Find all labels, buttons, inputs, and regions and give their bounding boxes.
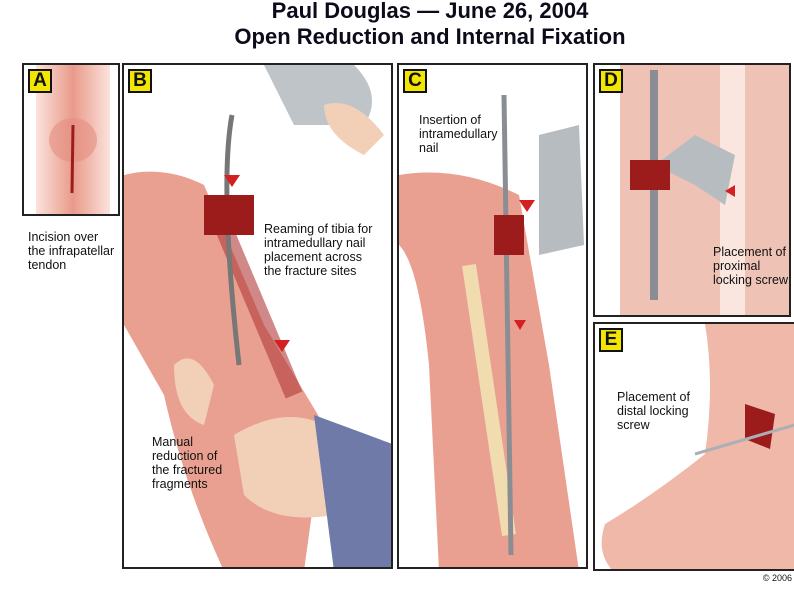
panel-d: D Placement of proximal locking screw bbox=[593, 63, 791, 317]
copyright: © 2006 bbox=[762, 573, 792, 583]
label-manual-reduction: Manual reduction of the fractured fragme… bbox=[152, 435, 223, 491]
nail-insertion-illustration bbox=[399, 94, 584, 567]
badge-c: C bbox=[403, 69, 427, 93]
label-distal-screw: Placement of distal locking screw bbox=[617, 390, 690, 432]
badge-e: E bbox=[599, 328, 623, 352]
proximal-screw-illustration bbox=[595, 65, 789, 315]
title-line-2: Open Reduction and Internal Fixation bbox=[234, 24, 626, 49]
panel-e: E Placement of distal locking screw bbox=[593, 322, 794, 571]
label-incision: Incision over the infrapatellar tendon bbox=[28, 230, 115, 272]
title-line-1: Paul Douglas — June 26, 2004 bbox=[271, 0, 589, 23]
reaming-illustration bbox=[124, 65, 391, 567]
badge-d: D bbox=[599, 69, 623, 93]
badge-a: A bbox=[28, 69, 52, 93]
panel-a: A bbox=[22, 63, 120, 216]
label-proximal-screw: Placement of proximal locking screw bbox=[713, 245, 789, 287]
knee-incision-illustration bbox=[36, 65, 110, 214]
badge-b: B bbox=[128, 69, 152, 93]
label-nail-insertion: Insertion of intramedullary nail bbox=[419, 113, 498, 155]
panel-c: C Insertion of intramedullary nail bbox=[397, 63, 588, 569]
label-reaming: Reaming of tibia for intramedullary nail… bbox=[264, 222, 373, 278]
distal-screw-illustration bbox=[601, 324, 794, 569]
panel-b: B Reaming of tibia for intramedullary na… bbox=[122, 63, 393, 569]
